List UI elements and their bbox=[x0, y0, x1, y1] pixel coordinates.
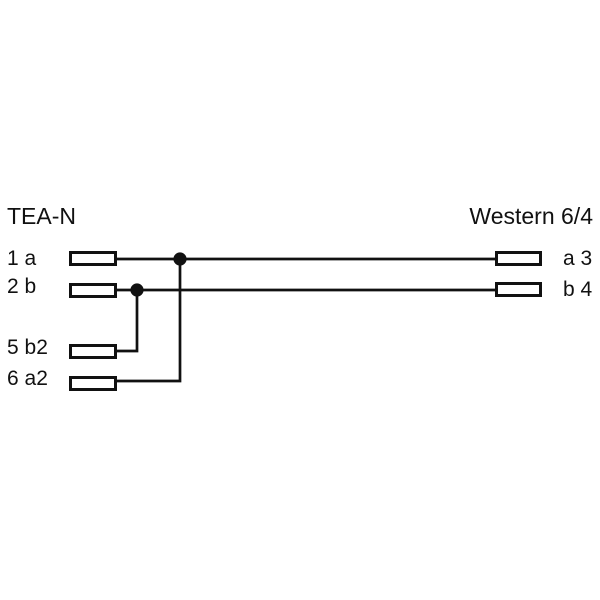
left-connector-title: TEA-N bbox=[7, 203, 76, 229]
left-pin-terminal-2b bbox=[69, 283, 117, 298]
junction-dot-1a-6a2 bbox=[173, 252, 187, 266]
junction-dot-2b-5b2 bbox=[130, 283, 144, 297]
wire-6a2-to-1a bbox=[116, 259, 182, 383]
wire-5b2-to-2b bbox=[116, 290, 139, 353]
right-pin-label-b4: b 4 bbox=[563, 278, 593, 301]
left-pin-terminal-1a bbox=[69, 251, 117, 266]
right-pin-label-a3: a 3 bbox=[563, 247, 593, 270]
right-pin-terminal-b4 bbox=[495, 282, 542, 297]
left-pin-terminal-5b2 bbox=[69, 344, 117, 359]
left-pin-label-1a: 1 a bbox=[7, 247, 37, 270]
left-pin-label-5b2: 5 b2 bbox=[7, 336, 48, 359]
left-pin-label-6a2: 6 a2 bbox=[7, 367, 48, 390]
left-pin-terminal-6a2 bbox=[69, 376, 117, 391]
right-connector-title: Western 6/4 bbox=[469, 203, 593, 229]
right-pin-terminal-a3 bbox=[495, 251, 542, 266]
left-pin-label-2b: 2 b bbox=[7, 275, 37, 298]
